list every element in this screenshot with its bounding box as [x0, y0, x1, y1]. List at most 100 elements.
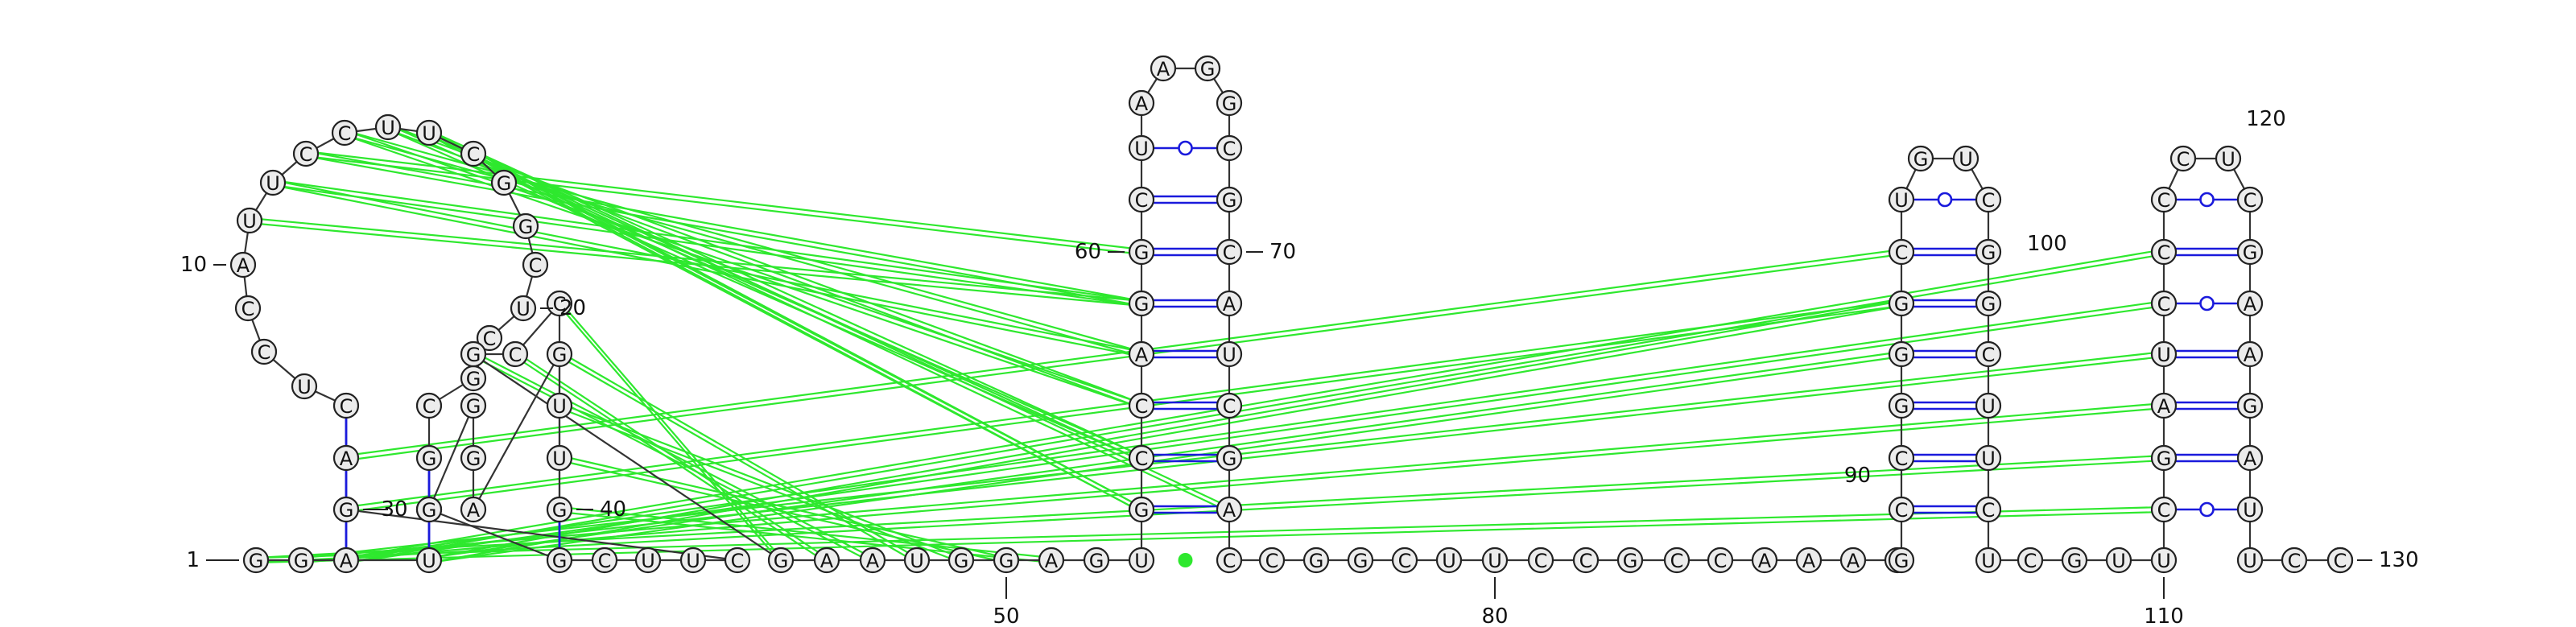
nucleotide: G	[767, 547, 795, 574]
nucleotide-circle	[813, 547, 840, 574]
nucleotide-letter: A	[467, 499, 481, 522]
nucleotide: U	[546, 444, 573, 472]
nucleotide: G	[242, 547, 270, 574]
position-label: 20	[559, 296, 586, 320]
nucleotide-letter: U	[2157, 344, 2171, 366]
nucleotide-circle	[1888, 496, 1915, 523]
nucleotide-circle	[1616, 547, 1644, 574]
nucleotide: A	[2236, 340, 2264, 368]
long-range-interaction-line	[345, 299, 2165, 559]
nucleotide-circle	[1258, 547, 1286, 574]
nucleotide-letter: U	[910, 550, 924, 572]
nucleotide-letter: C	[1534, 550, 1548, 572]
nucleotide-circle	[415, 496, 443, 523]
nucleotide: U	[903, 547, 931, 574]
nucleotide: G	[512, 212, 539, 240]
nucleotide-letter: U	[686, 550, 700, 572]
nucleotide-letter: U	[1134, 138, 1149, 160]
nucleotide: A	[813, 547, 840, 574]
nucleotide-letter: G	[1894, 293, 1909, 316]
nucleotide-circle	[490, 169, 518, 196]
nucleotide-circle	[2236, 496, 2264, 523]
nucleotide-circle	[1975, 496, 2002, 523]
nucleotide: G	[1194, 55, 1221, 82]
nucleotide-circle	[1795, 547, 1823, 574]
nucleotide-circle	[1216, 547, 1243, 574]
nucleotide: G	[1888, 290, 1915, 317]
nucleotide-letter: A	[2244, 344, 2257, 366]
nucleotide-letter: C	[529, 254, 543, 277]
nucleotide-circle	[460, 140, 487, 167]
nucleotide-letter: U	[2157, 550, 2171, 572]
nucleotide-circle	[2150, 186, 2178, 213]
long-range-interaction-line	[473, 151, 1230, 508]
nucleotide: G	[490, 169, 518, 196]
long-range-interaction-layer	[249, 123, 2165, 564]
nucleotide-letter: A	[1223, 293, 1236, 316]
nucleotide-letter: U	[1894, 189, 1909, 212]
nucleotide: G	[415, 496, 443, 523]
nucleotide-letter: G	[466, 368, 481, 390]
nucleotide-letter: U	[1134, 550, 1149, 572]
nucleotide-letter: C	[1895, 241, 1909, 264]
nucleotide-letter: G	[552, 499, 568, 522]
nucleotide-circle	[332, 392, 360, 419]
nucleotide: G	[1975, 238, 2002, 266]
nucleotide-letter: G	[1981, 241, 1996, 264]
nucleotide-circle	[1128, 340, 1155, 368]
nucleotide-letter: A	[866, 550, 880, 572]
nucleotide-letter: A	[237, 254, 250, 277]
long-range-interaction-line	[345, 253, 1902, 462]
long-range-interaction-line	[255, 459, 2165, 564]
nucleotide: G	[2236, 238, 2264, 266]
nucleotide-letter: U	[1488, 550, 1502, 572]
nucleotide-circle	[250, 338, 278, 365]
nucleotide-letter: A	[1157, 58, 1170, 80]
long-range-interaction-line	[473, 151, 1142, 508]
long-range-interaction-line	[514, 356, 828, 563]
nucleotide-circle	[1347, 547, 1374, 574]
nucleotide: C	[1216, 238, 1243, 266]
nucleotide: U	[546, 392, 573, 419]
nucleotide-letter: U	[1222, 344, 1236, 366]
nucleotide: A	[460, 496, 487, 523]
nucleotide: G	[2150, 444, 2178, 472]
nucleotide: U	[2150, 547, 2178, 574]
nucleotide: C	[1975, 496, 2002, 523]
nucleotide-circle	[2236, 340, 2264, 368]
nucleotide-circle	[634, 547, 662, 574]
nucleotide-circle	[1216, 134, 1243, 162]
nucleotide: G	[947, 547, 975, 574]
nucleotide-letter: A	[340, 550, 353, 572]
nucleotide: C	[502, 340, 529, 368]
nucleotide-circle	[502, 340, 529, 368]
nucleotide-letter: G	[999, 550, 1014, 572]
nucleotide-letter: C	[338, 122, 352, 145]
long-range-interaction-line	[428, 299, 1902, 559]
nucleotide: A	[1038, 547, 1065, 574]
nucleotide: C	[1258, 547, 1286, 574]
nucleotide-letter: C	[1579, 550, 1593, 572]
nucleotide-circle	[2150, 238, 2178, 266]
nucleotide: U	[1128, 134, 1155, 162]
gu-pair-marker	[2199, 192, 2215, 208]
nucleotide-letter: C	[483, 328, 497, 350]
nucleotide: C	[250, 338, 278, 365]
nucleotide-circle	[1128, 392, 1155, 419]
nucleotide-circle	[1083, 547, 1110, 574]
long-range-interaction-line	[272, 179, 1142, 303]
position-label: 10	[180, 253, 207, 277]
nucleotide: U	[374, 113, 402, 141]
nucleotide-letter: C	[242, 298, 255, 320]
nucleotide: G	[1302, 547, 1330, 574]
nucleotide-circle	[1888, 290, 1915, 317]
long-range-interaction-line	[559, 300, 782, 559]
nucleotide-letter: G	[1134, 293, 1150, 316]
nucleotide-circle	[460, 496, 487, 523]
backbone-segment	[345, 508, 738, 562]
nucleotide-letter: C	[1135, 395, 1149, 418]
nucleotide-letter: G	[466, 344, 481, 366]
nucleotide: U	[2236, 547, 2264, 574]
nucleotide-letter: U	[2221, 148, 2235, 171]
